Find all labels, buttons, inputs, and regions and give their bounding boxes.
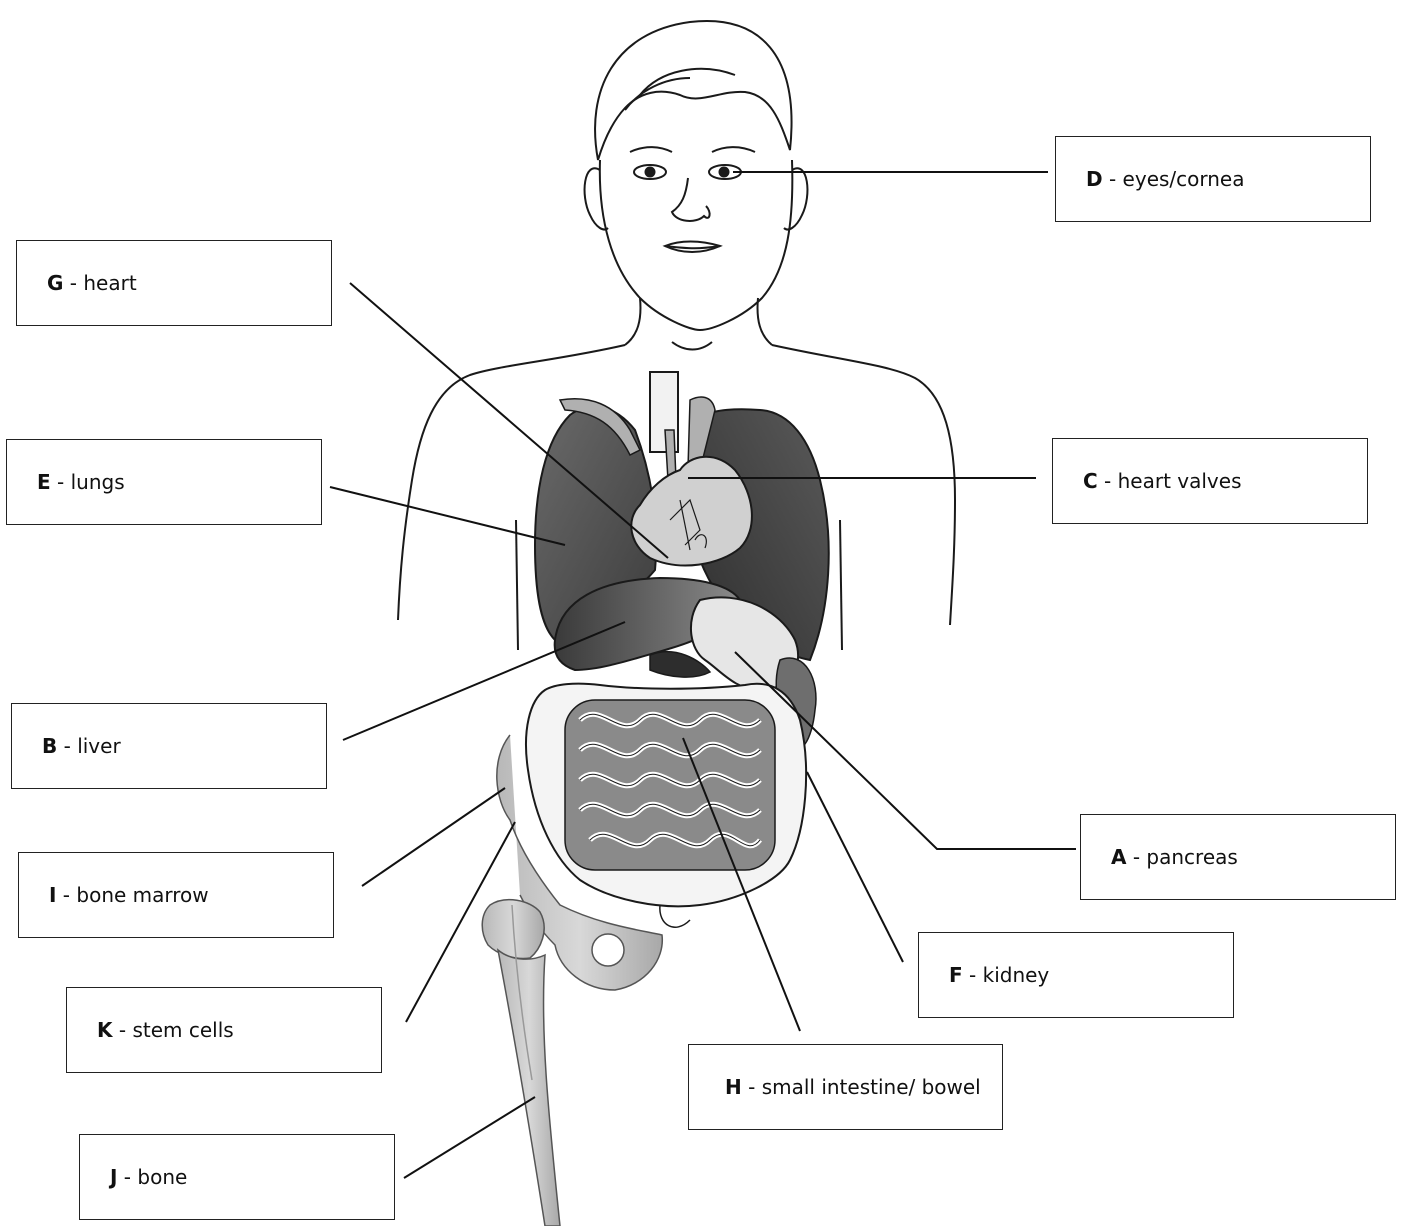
label-text: kidney bbox=[983, 963, 1050, 987]
right-ear bbox=[784, 168, 807, 229]
label-liver: B - liver bbox=[11, 703, 327, 789]
label-eyes-cornea: D - eyes/cornea bbox=[1055, 136, 1371, 222]
head bbox=[585, 21, 808, 349]
leader-E bbox=[330, 487, 565, 545]
label-separator: - bbox=[113, 1018, 133, 1042]
label-small-intestine: H - small intestine/ bowel bbox=[688, 1044, 1003, 1130]
label-heart: G - heart bbox=[16, 240, 332, 326]
label-text: pancreas bbox=[1146, 845, 1237, 869]
label-bone: J - bone bbox=[79, 1134, 395, 1220]
label-text: bone marrow bbox=[76, 883, 208, 907]
face-outline bbox=[600, 160, 793, 330]
label-text: small intestine/ bowel bbox=[762, 1075, 981, 1099]
label-bone-marrow: I - bone marrow bbox=[18, 852, 334, 938]
label-pancreas: A - pancreas bbox=[1080, 814, 1396, 900]
nose bbox=[672, 178, 710, 221]
label-text: eyes/cornea bbox=[1123, 167, 1245, 191]
label-text: liver bbox=[77, 734, 120, 758]
label-separator: - bbox=[51, 470, 71, 494]
label-text: heart bbox=[83, 271, 136, 295]
label-letter: B bbox=[42, 734, 57, 758]
label-kidney: F - kidney bbox=[918, 932, 1234, 1018]
label-letter: G bbox=[47, 271, 63, 295]
femur-shaft bbox=[498, 950, 560, 1226]
leader-J bbox=[404, 1097, 535, 1178]
label-letter: J bbox=[110, 1165, 117, 1189]
label-separator: - bbox=[1098, 469, 1118, 493]
label-separator: - bbox=[1103, 167, 1123, 191]
label-separator: - bbox=[117, 1165, 137, 1189]
label-letter: H bbox=[725, 1075, 742, 1099]
label-letter: I bbox=[49, 883, 56, 907]
label-letter: E bbox=[37, 470, 51, 494]
label-letter: A bbox=[1111, 845, 1126, 869]
label-letter: D bbox=[1086, 167, 1103, 191]
label-text: lungs bbox=[71, 470, 125, 494]
label-heart-valves: C - heart valves bbox=[1052, 438, 1368, 524]
label-lungs: E - lungs bbox=[6, 439, 322, 525]
label-letter: C bbox=[1083, 469, 1098, 493]
label-separator: - bbox=[742, 1075, 762, 1099]
heart bbox=[631, 457, 752, 566]
label-text: heart valves bbox=[1118, 469, 1242, 493]
label-separator: - bbox=[56, 883, 76, 907]
label-letter: K bbox=[97, 1018, 113, 1042]
label-letter: F bbox=[949, 963, 963, 987]
label-separator: - bbox=[963, 963, 983, 987]
label-separator: - bbox=[63, 271, 83, 295]
label-text: stem cells bbox=[132, 1018, 233, 1042]
appendix bbox=[660, 905, 690, 927]
label-separator: - bbox=[57, 734, 77, 758]
hair bbox=[595, 21, 791, 160]
label-stem-cells: K - stem cells bbox=[66, 987, 382, 1073]
label-text: bone bbox=[137, 1165, 187, 1189]
leader-I bbox=[362, 788, 505, 886]
label-separator: - bbox=[1126, 845, 1146, 869]
small-intestine bbox=[565, 700, 775, 870]
